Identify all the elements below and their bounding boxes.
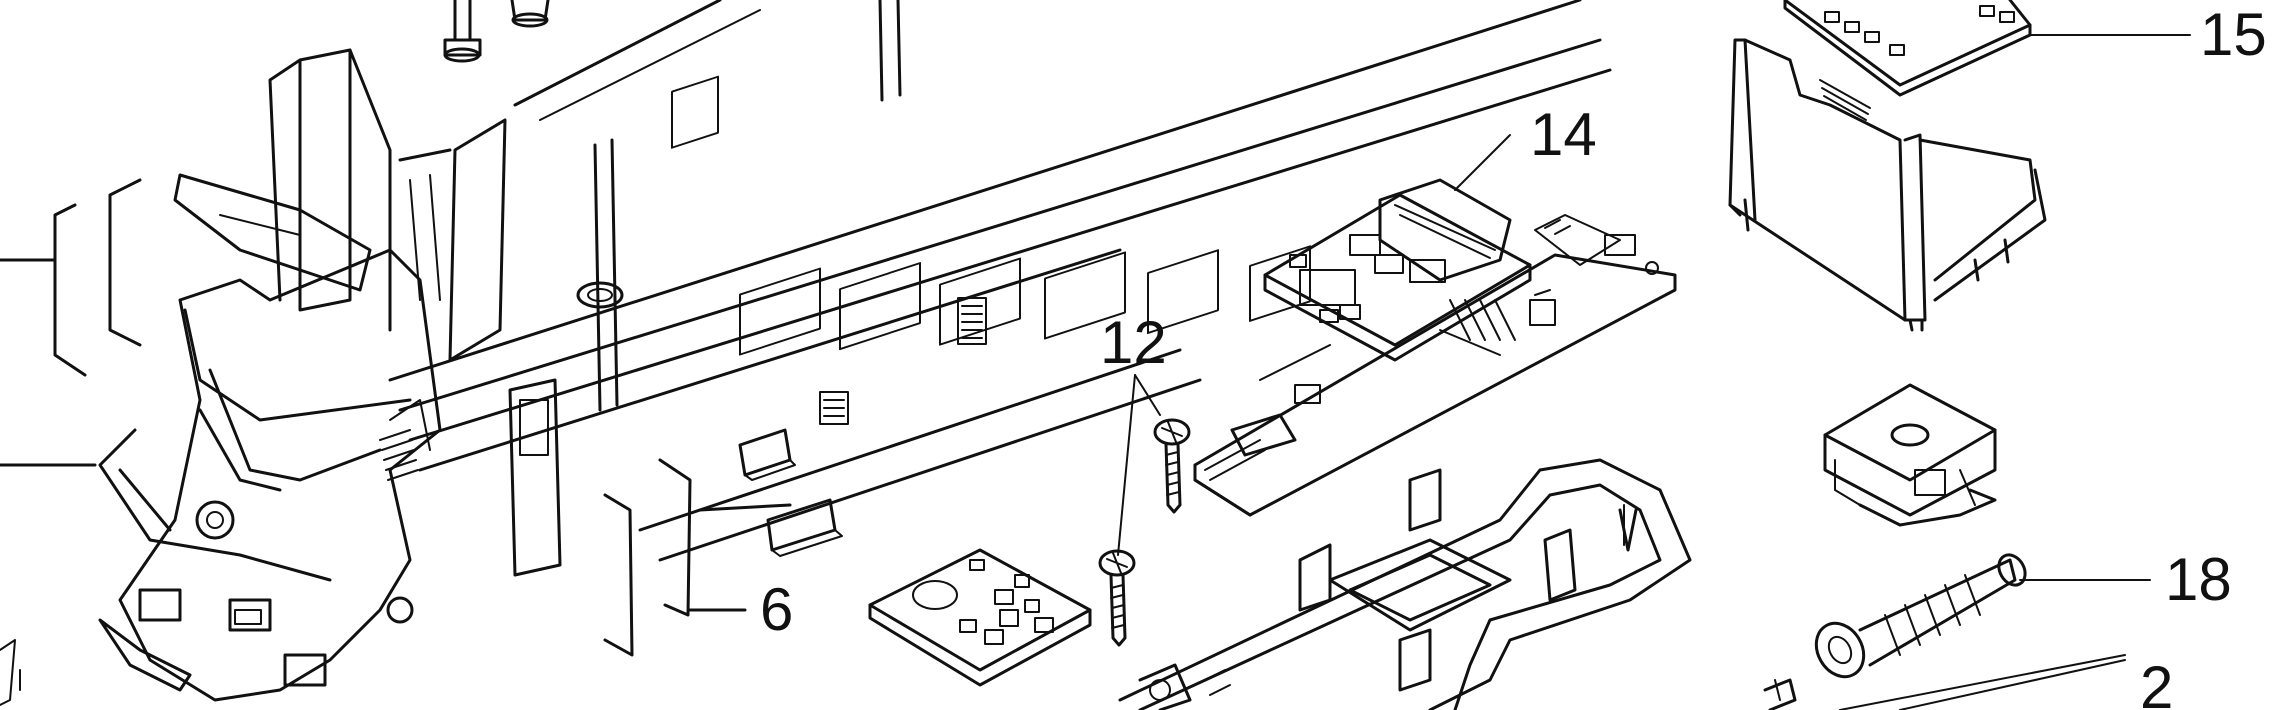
label-2: 2 xyxy=(2140,654,2173,710)
locomotive-body xyxy=(0,0,1612,706)
label-15: 15 xyxy=(2200,1,2267,68)
label-12: 12 xyxy=(1100,309,1167,376)
part-18-spring xyxy=(1814,553,2151,679)
chassis-frame xyxy=(1118,458,1692,710)
part-15 xyxy=(1728,0,2191,332)
part-labels: 15 14 12 18 6 2 xyxy=(760,1,2267,710)
label-18: 18 xyxy=(2165,546,2232,613)
label-6: 6 xyxy=(760,576,793,643)
side-windows xyxy=(671,75,1311,356)
small-circuit-board xyxy=(868,548,1092,687)
label-14: 14 xyxy=(1530,101,1597,168)
top-screws xyxy=(443,0,550,63)
part-14-decoder xyxy=(1193,134,1677,517)
left-callout-brackets xyxy=(0,178,332,582)
part-6 xyxy=(603,428,843,657)
part-2 xyxy=(1763,654,2126,710)
coupler-housing xyxy=(1823,383,1997,527)
body-vents xyxy=(819,297,987,425)
part-12-screws xyxy=(1098,374,1191,647)
